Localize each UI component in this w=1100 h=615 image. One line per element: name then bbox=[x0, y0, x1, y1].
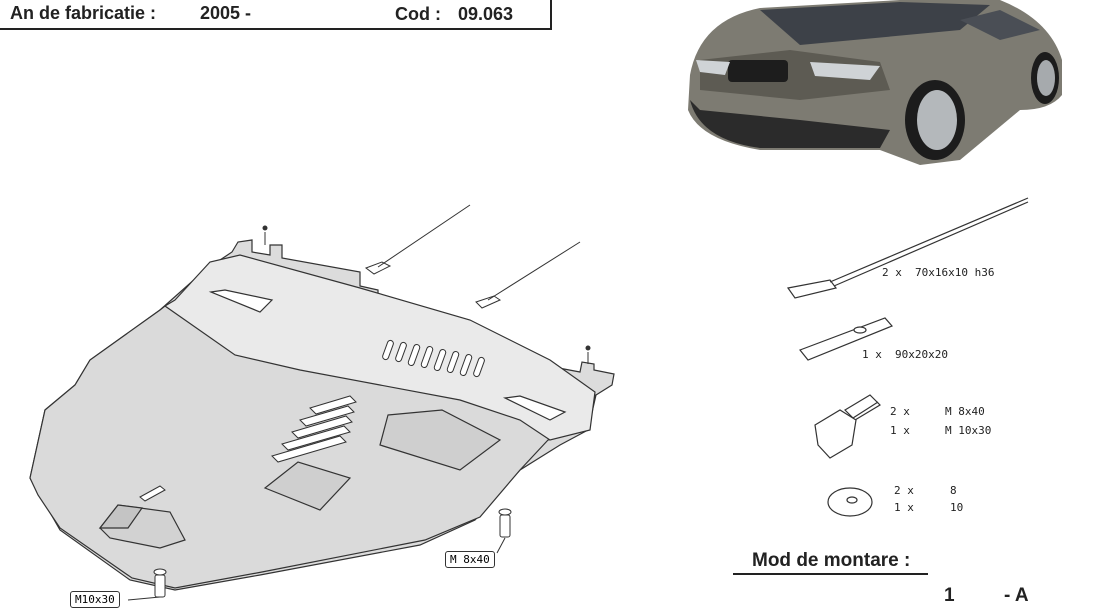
part-4-qty-a: 2 x bbox=[894, 484, 914, 497]
part-3-spec-a: M 8x40 bbox=[945, 405, 985, 418]
code-value: 09.063 bbox=[458, 4, 514, 24]
mount-label: Mod de montare : bbox=[752, 550, 911, 571]
part-washer bbox=[827, 487, 873, 517]
part-bar-short bbox=[799, 317, 894, 361]
part-3-qty-b: 1 x bbox=[890, 424, 910, 437]
year-value: 2005 - bbox=[200, 3, 252, 23]
code-label: Cod : bbox=[395, 4, 441, 24]
part-1-qty: 2 x bbox=[882, 266, 902, 279]
car-image bbox=[688, 0, 1062, 165]
vent-slots bbox=[382, 339, 485, 378]
part-2-qty: 1 x bbox=[862, 348, 882, 361]
mount-number: 1 bbox=[944, 585, 955, 606]
part-3-spec-b: M 10x30 bbox=[945, 424, 992, 437]
callout-bolt-left: M10x30 bbox=[70, 591, 120, 608]
part-bolt bbox=[814, 394, 881, 459]
header-box bbox=[0, 0, 552, 30]
part-3-qty-a: 2 x bbox=[890, 405, 910, 418]
part-bar-long bbox=[786, 197, 1029, 299]
hatched-slots bbox=[271, 395, 357, 463]
part-2-spec: 90x20x20 bbox=[895, 348, 948, 361]
part-4-spec-a: 8 bbox=[950, 484, 957, 497]
year-label: An de fabricatie : bbox=[10, 3, 157, 23]
plate-studs bbox=[139, 204, 591, 502]
part-1-spec: 70x16x10 h36 bbox=[915, 266, 995, 279]
mount-type: - A bbox=[1004, 585, 1029, 606]
bolts bbox=[127, 508, 512, 601]
part-4-qty-b: 1 x bbox=[894, 501, 914, 514]
callout-bolt-right: M 8x40 bbox=[445, 551, 495, 568]
part-4-spec-b: 10 bbox=[950, 501, 964, 514]
